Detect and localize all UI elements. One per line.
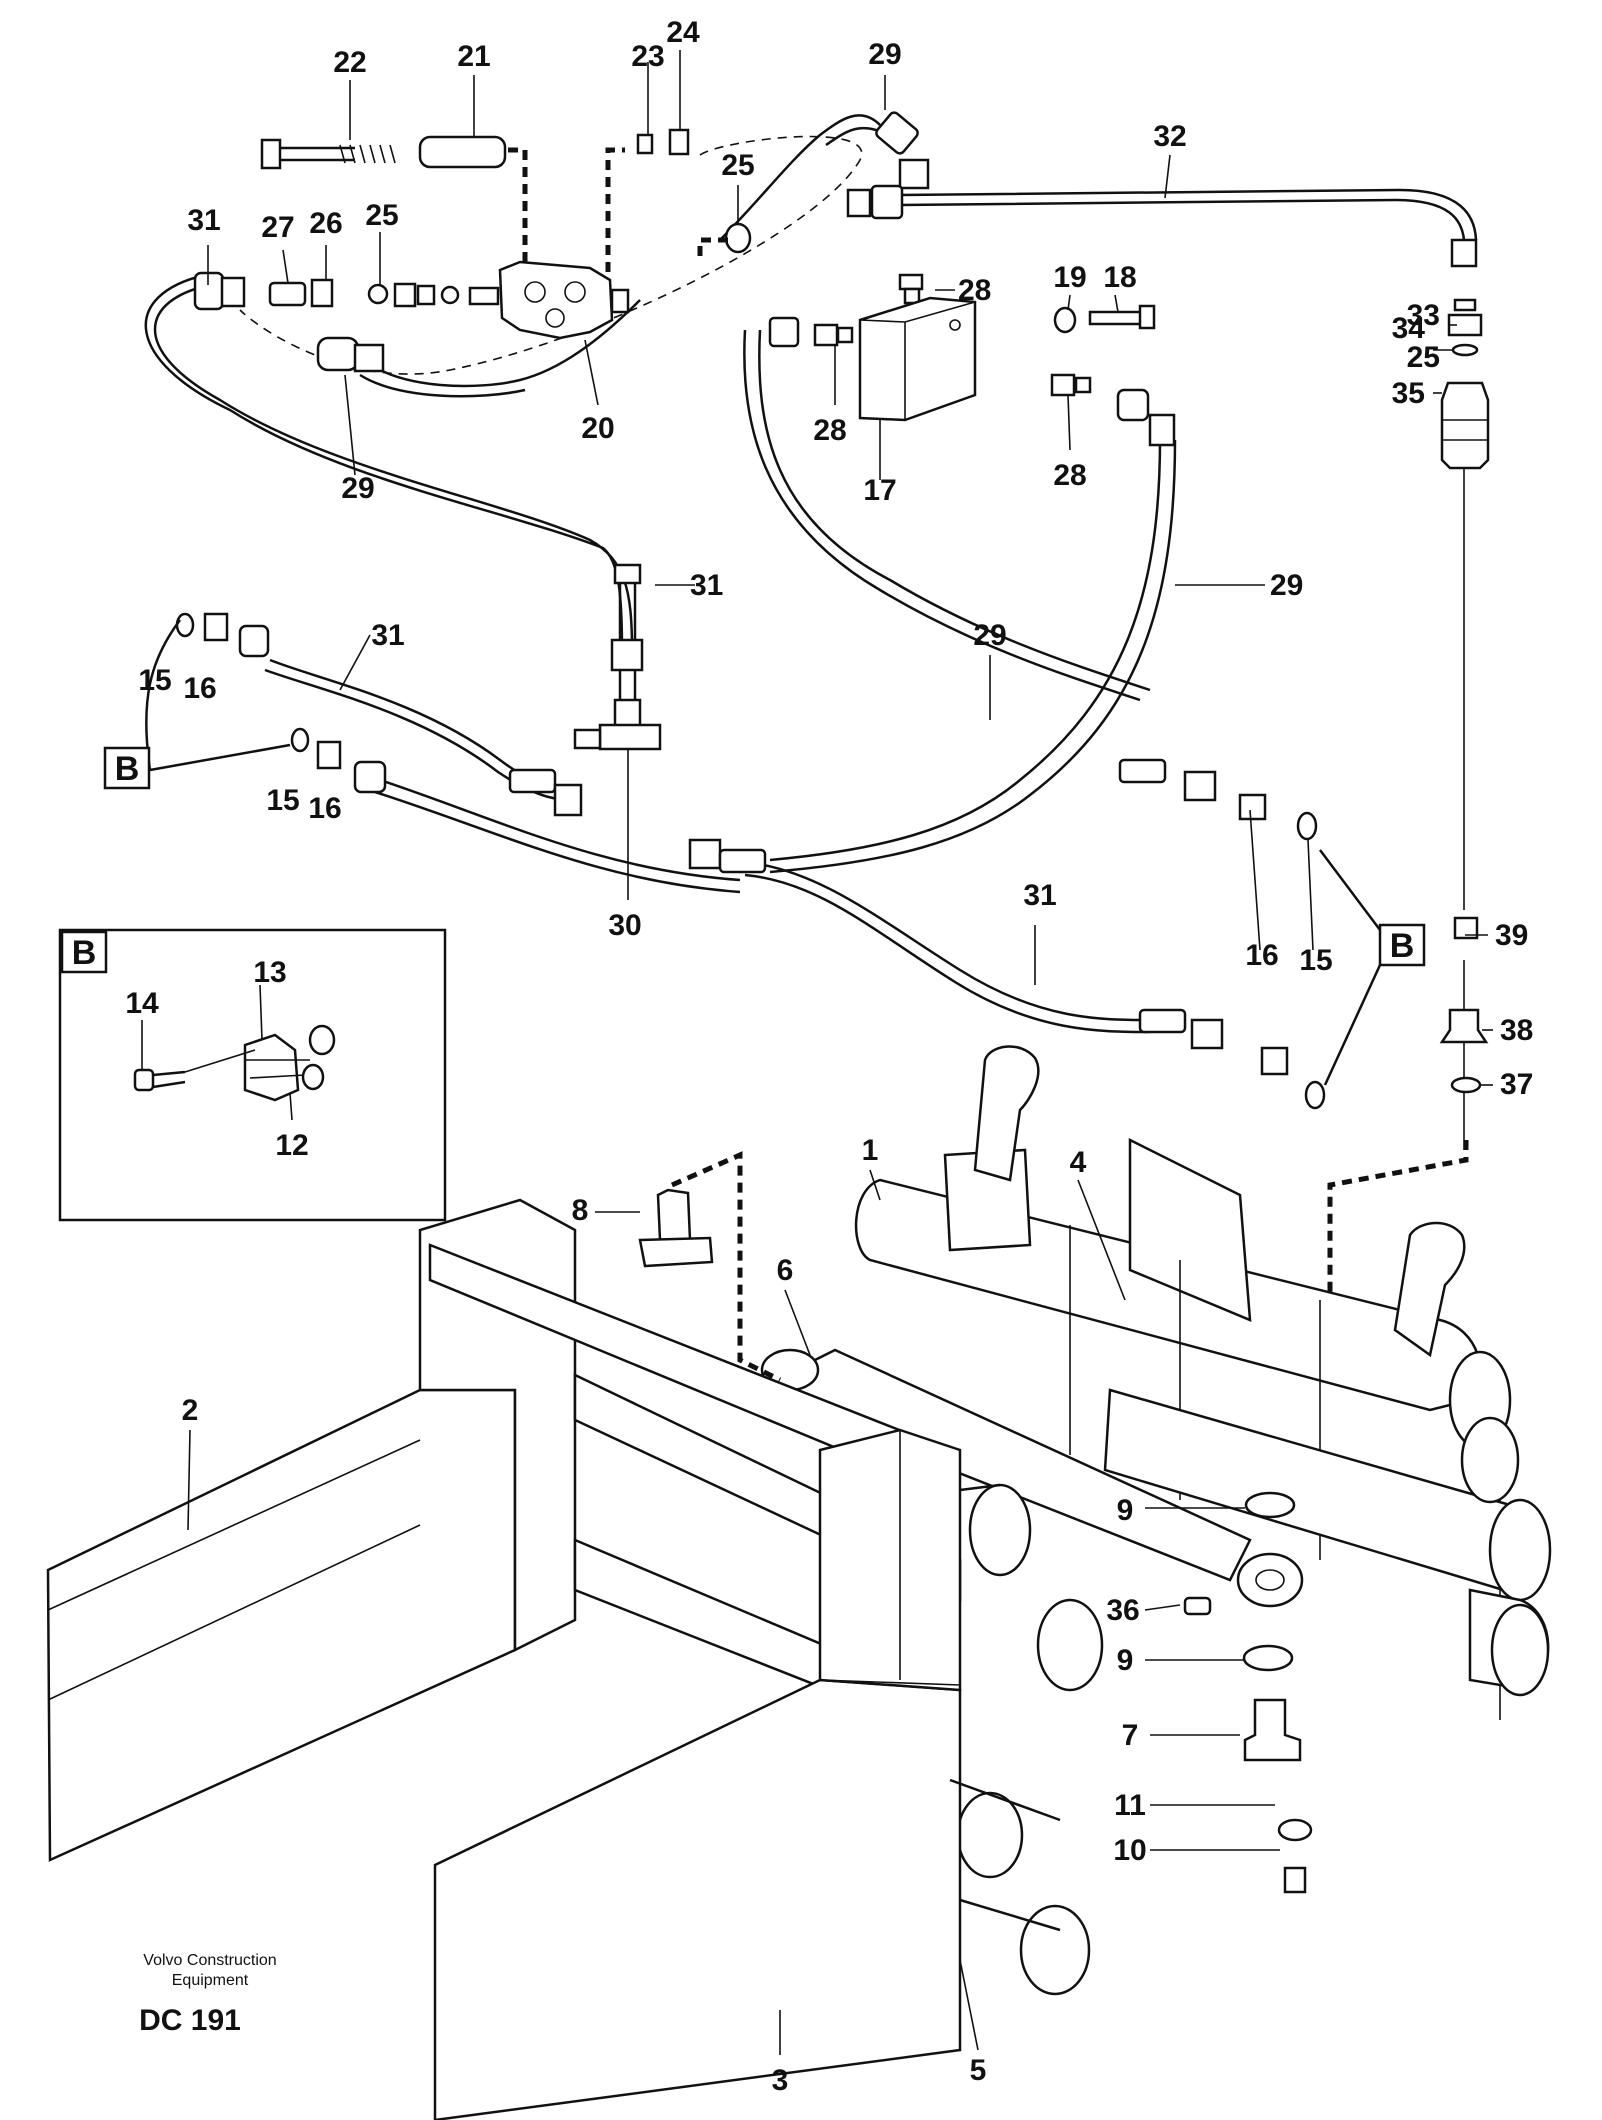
callout-28-top: 28 xyxy=(958,274,991,307)
callout-16-right: 16 xyxy=(1245,939,1278,972)
callout-37: 37 xyxy=(1500,1068,1533,1101)
callout-36: 36 xyxy=(1106,1594,1139,1627)
callout-labels: 22 21 23 24 29 32 25 31 27 26 25 20 29 2… xyxy=(125,16,1533,2097)
callout-39: 39 xyxy=(1495,919,1528,952)
callout-23: 23 xyxy=(631,40,664,73)
callout-6: 6 xyxy=(777,1254,794,1287)
callout-34: 34 xyxy=(1392,312,1426,345)
callout-16-lower: 16 xyxy=(308,792,341,825)
callout-15-lower: 15 xyxy=(266,784,299,817)
callout-18: 18 xyxy=(1103,261,1136,294)
callout-4: 4 xyxy=(1070,1146,1087,1179)
brand-line-2: Equipment xyxy=(172,1972,249,1989)
callout-31-topleft: 31 xyxy=(187,204,220,237)
callout-12: 12 xyxy=(275,1129,308,1162)
callout-9-upper: 9 xyxy=(1117,1494,1134,1527)
callout-29-left: 29 xyxy=(341,472,374,505)
callout-27: 27 xyxy=(261,211,294,244)
callout-19: 19 xyxy=(1053,261,1086,294)
callout-15-right: 15 xyxy=(1299,944,1332,977)
callout-35: 35 xyxy=(1392,377,1425,410)
callout-30: 30 xyxy=(608,909,641,942)
callout-31-left: 31 xyxy=(371,619,404,652)
callout-8: 8 xyxy=(572,1194,589,1227)
callout-15-top: 15 xyxy=(138,664,171,697)
callout-28-left: 28 xyxy=(813,414,846,447)
callout-29-right: 29 xyxy=(1270,569,1303,602)
callout-2: 2 xyxy=(182,1394,199,1427)
drawing-code: DC 191 xyxy=(139,2004,241,2037)
callout-25-right: 25 xyxy=(1407,341,1440,374)
callout-29-mid: 29 xyxy=(973,619,1006,652)
callout-29-top: 29 xyxy=(868,38,901,71)
fittings xyxy=(175,111,1490,1300)
b-reference-right: B xyxy=(1378,923,1426,967)
b-reference-left: B xyxy=(103,746,151,790)
callout-7: 7 xyxy=(1122,1719,1139,1752)
detail-box-letter: B xyxy=(72,934,97,972)
callout-25-left: 25 xyxy=(365,199,398,232)
callout-32: 32 xyxy=(1153,120,1186,153)
callout-14: 14 xyxy=(125,987,159,1020)
callout-31-mid: 31 xyxy=(690,569,723,602)
callout-11: 11 xyxy=(1114,1789,1146,1822)
frame-parts xyxy=(46,1045,1552,2120)
callout-leaders xyxy=(145,50,1493,1086)
hose-lines xyxy=(144,114,1478,1150)
callout-31-right: 31 xyxy=(1023,879,1056,912)
callout-26: 26 xyxy=(309,207,342,240)
callout-24: 24 xyxy=(666,16,700,49)
callout-13: 13 xyxy=(253,956,286,989)
callout-20: 20 xyxy=(581,412,614,445)
callout-17: 17 xyxy=(863,474,896,507)
callout-9-lower: 9 xyxy=(1117,1644,1134,1677)
brand-line-1: Volvo Construction xyxy=(143,1952,276,1969)
callout-28-right: 28 xyxy=(1053,459,1086,492)
b-ref-left-letter: B xyxy=(115,750,140,788)
callout-16-top: 16 xyxy=(183,672,216,705)
callout-25-top: 25 xyxy=(721,149,754,182)
callout-33: 33 xyxy=(1407,299,1440,332)
callout-3: 3 xyxy=(772,2064,789,2097)
callout-22: 22 xyxy=(333,46,366,79)
lower-leaders xyxy=(187,1169,1280,2055)
callout-10: 10 xyxy=(1113,1834,1146,1867)
callout-38: 38 xyxy=(1500,1014,1533,1047)
callout-5: 5 xyxy=(970,2054,987,2087)
b-ref-right-letter: B xyxy=(1390,927,1415,965)
detail-box-b xyxy=(58,928,447,1222)
brand-block: Volvo Construction Equipment DC 191 xyxy=(139,1952,277,2037)
callout-21: 21 xyxy=(457,40,490,73)
callout-1: 1 xyxy=(862,1134,879,1167)
